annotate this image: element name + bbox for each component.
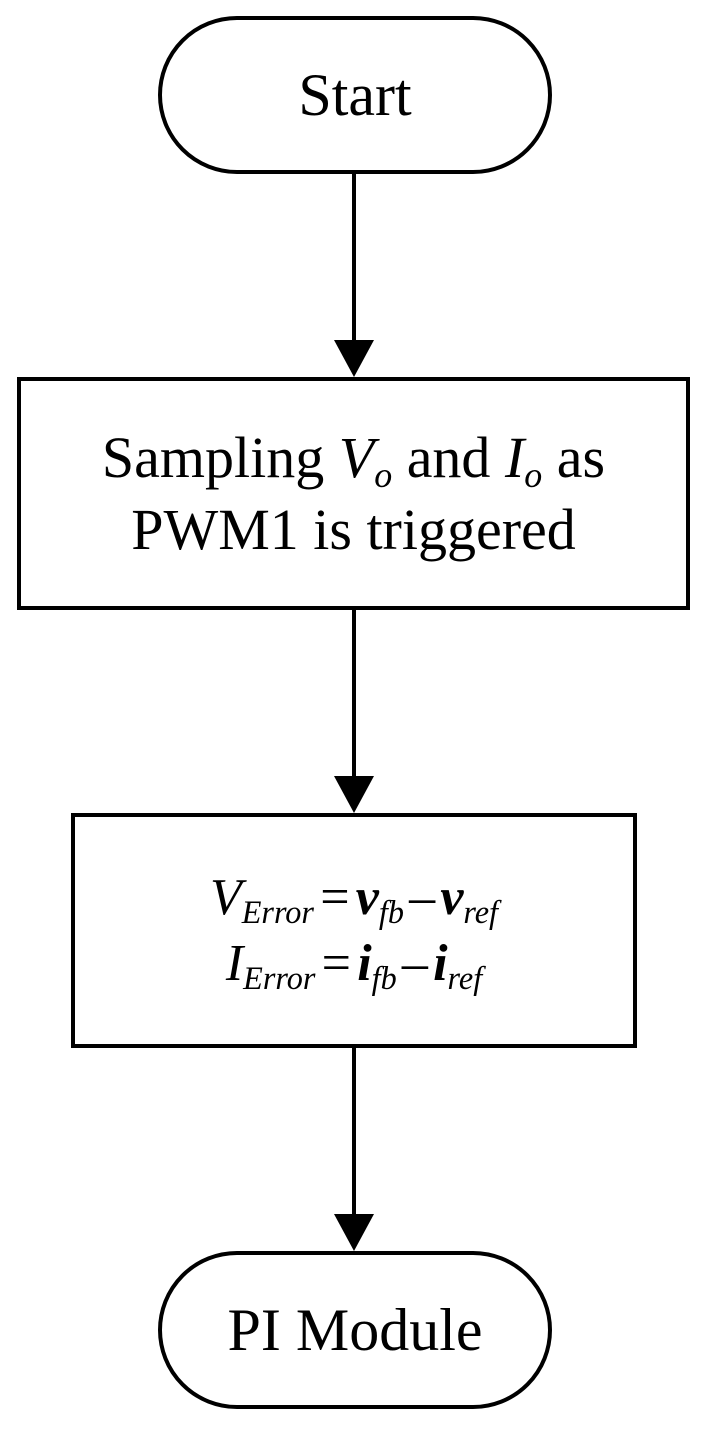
sampling-process: Sampling Vo and Io as PWM1 is triggered — [17, 377, 690, 610]
sampling-line-1: Sampling Vo and Io as — [102, 422, 605, 494]
v-fb-symbol: v — [355, 868, 379, 926]
sampling-and: and — [392, 424, 505, 490]
v-error-minus: – — [409, 868, 436, 926]
arrow-start-to-sampling — [334, 174, 374, 377]
i-error-equals: = — [321, 934, 351, 992]
sampling-as: as — [542, 424, 606, 490]
sampling-line-2: PWM1 is triggered — [131, 496, 576, 562]
i-error-symbol: I — [225, 934, 244, 992]
v-fb-subscript: fb — [378, 893, 404, 930]
pi-module-label: PI Module — [227, 1297, 483, 1363]
i-ref-symbol: i — [433, 934, 448, 992]
v-error-symbol: V — [209, 868, 242, 926]
start-label: Start — [298, 62, 412, 128]
v-error-equals: = — [320, 868, 350, 926]
i-fb-symbol: i — [357, 934, 372, 992]
start-terminal: Start — [158, 16, 552, 174]
i-error-equation: IError=ifb–iref — [226, 931, 482, 997]
io-symbol: I — [504, 424, 525, 490]
v-error-equation: VError=vfb–vref — [210, 865, 498, 931]
i-error-subscript: Error — [243, 959, 316, 996]
v-error-subscript: Error — [241, 893, 314, 930]
vo-subscript: o — [374, 454, 393, 495]
i-fb-subscript: fb — [371, 959, 397, 996]
arrow-error-to-pi-module — [334, 1048, 374, 1251]
v-ref-symbol: v — [440, 868, 464, 926]
pi-module-terminal: PI Module — [158, 1251, 552, 1409]
i-ref-subscript: ref — [447, 959, 483, 996]
i-error-minus: – — [401, 934, 428, 992]
sampling-prefix: Sampling — [101, 424, 339, 490]
arrow-sampling-to-error — [334, 610, 374, 813]
error-calc-process: VError=vfb–vref IError=ifb–iref — [71, 813, 637, 1048]
v-ref-subscript: ref — [463, 893, 499, 930]
io-subscript: o — [524, 454, 543, 495]
vo-symbol: V — [338, 424, 375, 490]
